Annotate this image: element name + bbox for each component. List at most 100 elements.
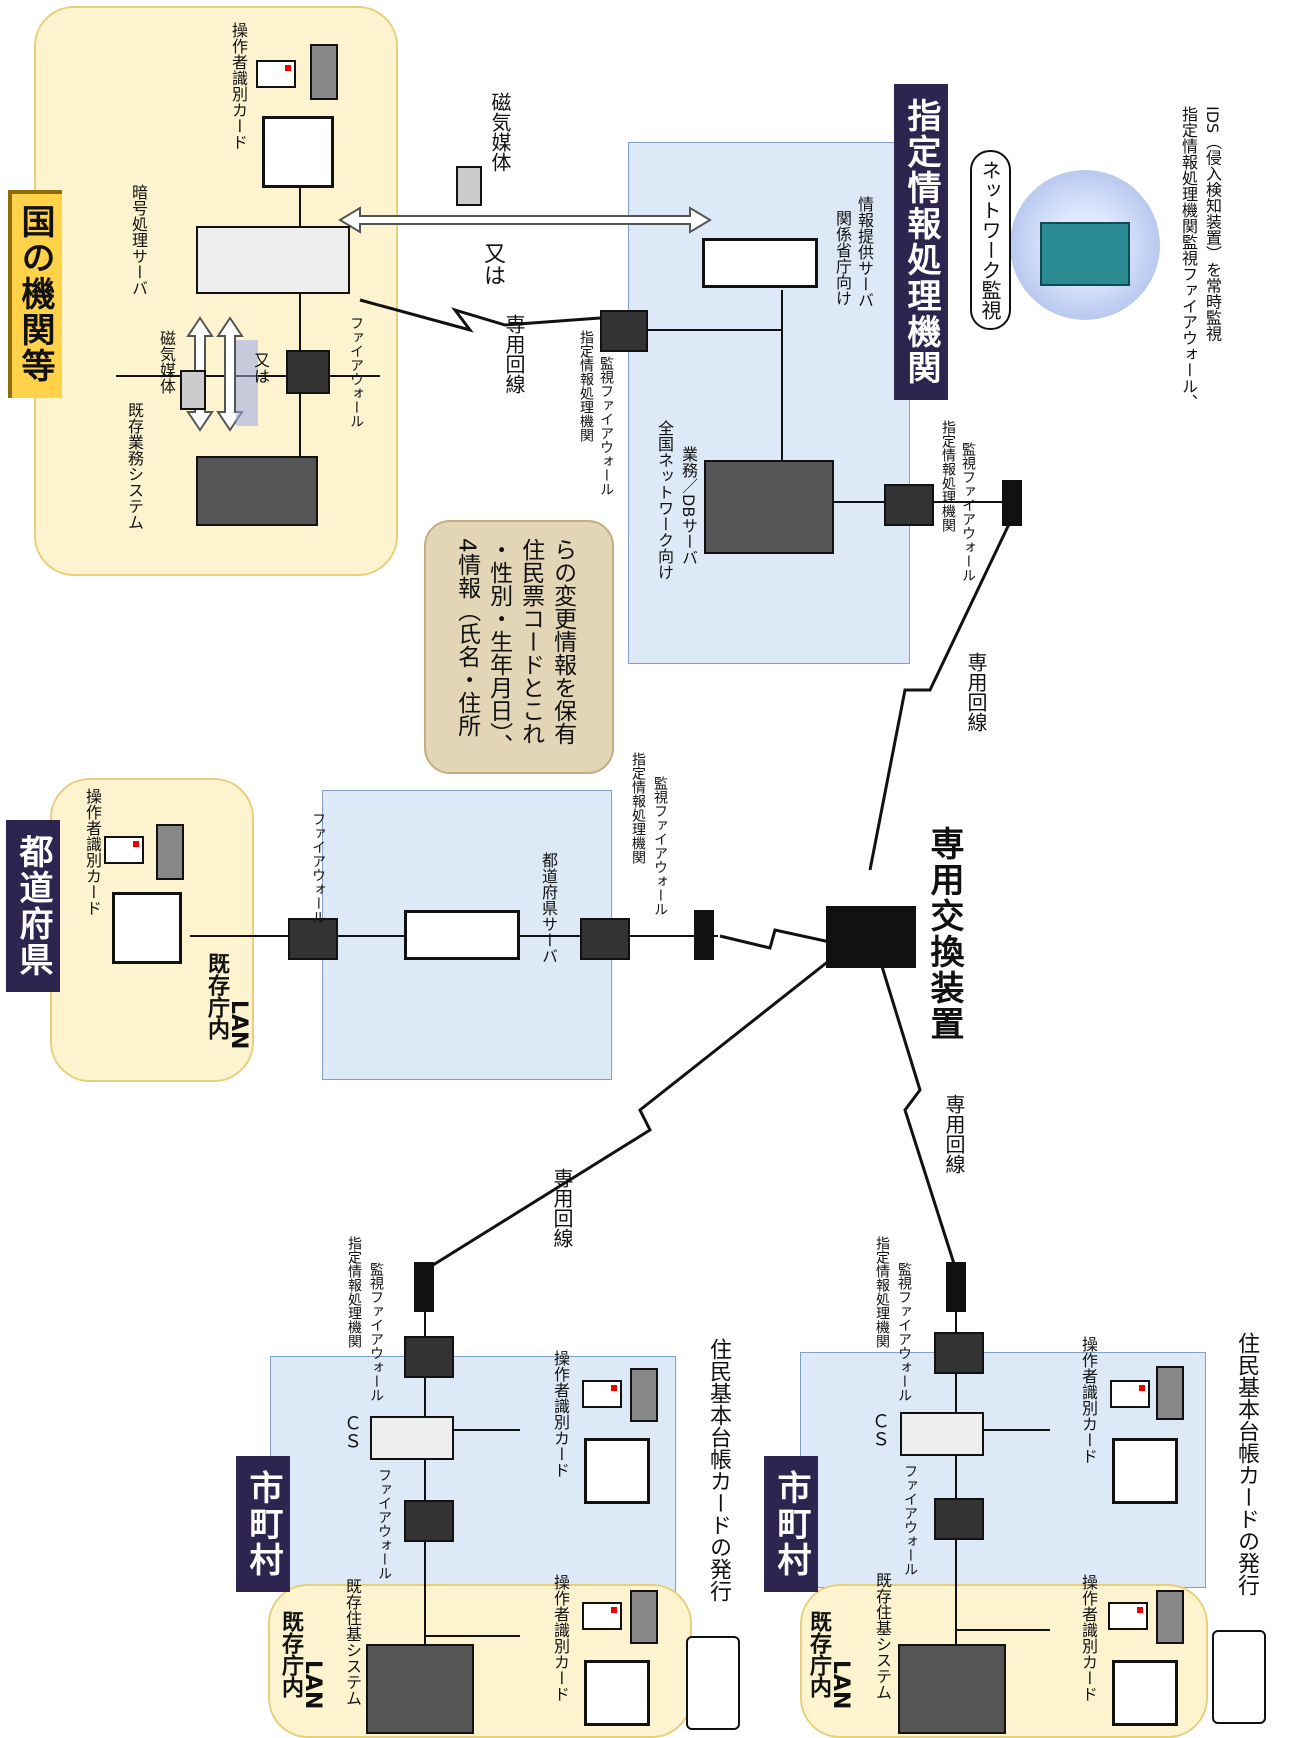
network-monitoring-label: ネットワーク監視 [970, 150, 1011, 330]
municipality2-title: 市町村 [764, 1456, 818, 1592]
national-firewall-icon [286, 350, 330, 394]
exchange-device-icon [826, 906, 916, 968]
national-card-icon [256, 60, 296, 88]
center-router-icon [1002, 480, 1022, 526]
center-monitor-fw-top-label-1: 指定情報処理機関 [578, 330, 594, 442]
callout-line-2: ・性別・生年月日）、 [485, 538, 512, 757]
muni1-pc-2-icon [584, 1660, 650, 1726]
callout-line-1: 4情報（氏名・住所 [453, 538, 480, 737]
db-server-label-2: 業務／DBサーバ [679, 446, 698, 566]
national-firewall-label: ファイアウォール [348, 316, 364, 428]
muni1-legacy-icon [366, 1644, 474, 1734]
muni1-firewall-icon [404, 1500, 454, 1542]
center-media-icon [456, 166, 482, 206]
muni1-pc-1-icon [584, 1438, 650, 1504]
muni1-monitor-fw-icon [404, 1336, 454, 1378]
national-reader-icon [310, 44, 338, 100]
muni2-legacy-icon [898, 1644, 1006, 1734]
prefecture-reader-icon [156, 824, 184, 880]
data-callout: 4情報（氏名・住所 ・性別・生年月日）、 住民票コードとこれ らの変更情報を保有 [424, 520, 614, 774]
muni1-card-2-icon [582, 1602, 622, 1630]
prefecture-firewall-label: ファイアウォール [310, 812, 326, 924]
prefecture-title: 都道府県 [6, 820, 60, 992]
muni2-lan-label-1: 既存庁内 [806, 1610, 831, 1698]
muni1-monitor-fw-label-1: 指定情報処理機関 [346, 1236, 362, 1348]
center-or-label: 又は [480, 242, 505, 286]
prefecture-card-icon [104, 836, 144, 864]
municipality1-title: 市町村 [236, 1456, 290, 1592]
center-firewall-top-icon [600, 310, 648, 352]
center-firewall-bottom-icon [884, 484, 934, 526]
muni1-monitor-fw-label-2: 監視ファイアウォール [368, 1262, 384, 1402]
national-or-label: 又は [251, 352, 270, 384]
muni2-dedicated-line-label: 専用回線 [942, 1094, 966, 1174]
exchange-title: 専用交換装置 [924, 826, 964, 1042]
muni1-reader-2-icon [630, 1590, 658, 1644]
muni2-card-2-icon [1108, 1602, 1148, 1630]
muni1-cs-server-icon [370, 1416, 454, 1460]
muni1-dedicated-line-label: 専用回線 [550, 1168, 574, 1248]
national-arrow-right [216, 316, 244, 432]
media-hatch [236, 340, 258, 426]
muni2-firewall-icon [934, 1498, 984, 1540]
national-pc-icon [262, 116, 334, 188]
center-monitor-fw-bottom-label-1: 指定情報処理機関 [940, 420, 956, 532]
crypto-server-label: 暗号処理サーバ [129, 184, 148, 296]
muni2-legacy-label: 既存住基システム [873, 1572, 892, 1700]
prefecture-server-icon [404, 910, 520, 960]
muni1-legacy-label: 既存住基システム [343, 1578, 362, 1706]
prefecture-monitor-fw-icon [580, 918, 630, 960]
muni2-firewall-label: ファイアウォール [902, 1464, 918, 1576]
line-national-center [359, 298, 601, 333]
muni2-monitor-fw-label-2: 監視ファイアウォール [896, 1262, 912, 1402]
muni2-lan-label-2: LAN [828, 1660, 853, 1710]
prefecture-router-icon [694, 910, 714, 960]
line-exchange-muni2 [878, 959, 958, 1271]
muni2-resident-card-icon [1212, 1630, 1266, 1724]
muni1-card-2-label: 操作者識別カード [551, 1574, 570, 1702]
muni1-card-1-icon [582, 1380, 622, 1408]
legacy-server-icon [196, 456, 318, 526]
center-monitor-fw-bottom-label-2: 監視ファイアウォール [960, 442, 976, 582]
muni2-pc-1-icon [1112, 1438, 1178, 1504]
prefecture-monitor-fw-label-2: 監視ファイアウォール [652, 776, 668, 916]
info-server-icon [702, 238, 818, 288]
line-exchange-muni1 [424, 958, 831, 1272]
prefecture-lan-label-1: 既存庁内 [204, 952, 229, 1040]
ids-note-label-2: IDS（侵入検知装置）を常時監視 [1203, 106, 1222, 342]
db-server-label-1: 全国ネットワーク向け [655, 420, 674, 580]
prefecture-card-label: 操作者識別カード [83, 788, 102, 916]
muni1-router-icon [414, 1262, 434, 1312]
prefecture-firewall-icon [288, 918, 338, 960]
prefecture-server-label: 都道府県サーバ [539, 852, 558, 964]
national-legacy-label: 既存業務システム [125, 402, 144, 530]
muni1-lan-label-1: 既存庁内 [278, 1610, 303, 1698]
prefecture-monitor-fw-label-1: 指定情報処理機関 [630, 752, 646, 864]
muni2-cs-server-icon [900, 1412, 984, 1456]
center-media-label: 磁気媒体 [488, 92, 512, 172]
muni2-issue-label: 住民基本台帳カードの発行 [1234, 1332, 1259, 1596]
muni2-pc-2-icon [1112, 1660, 1178, 1726]
national-media-icon [180, 370, 206, 410]
center-zone [628, 142, 910, 664]
db-server-icon [704, 460, 834, 554]
info-server-label-2: 情報提供サーバ [855, 196, 874, 308]
muni2-card-1-label: 操作者識別カード [1079, 1336, 1098, 1464]
network-monitor-screen-icon [1040, 222, 1130, 286]
muni1-resident-card-icon [686, 1636, 740, 1730]
muni2-monitor-fw-icon [934, 1332, 984, 1374]
center-monitor-fw-top-label-2: 監視ファイアウォール [598, 356, 614, 496]
muni2-card-2-label: 操作者識別カード [1079, 1574, 1098, 1702]
callout-line-3: 住民票コードとこれ [517, 538, 544, 745]
muni1-cs-label: ＣＳ [341, 1414, 362, 1450]
ids-note-label-1: 指定情報処理機関監視ファイアウォール、 [1179, 106, 1198, 410]
muni1-firewall-label: ファイアウォール [376, 1468, 392, 1580]
muni2-router-icon [946, 1262, 966, 1312]
national-card-label: 操作者識別カード [229, 22, 248, 150]
muni2-monitor-fw-label-1: 指定情報処理機関 [874, 1236, 890, 1348]
muni1-card-1-label: 操作者識別カード [551, 1350, 570, 1478]
center-title: 指定情報処理機関 [894, 84, 948, 400]
muni1-issue-label: 住民基本台帳カードの発行 [706, 1338, 731, 1602]
prefecture-pc-icon [112, 892, 182, 964]
prefecture-lan-label-2: LAN [226, 1000, 251, 1050]
